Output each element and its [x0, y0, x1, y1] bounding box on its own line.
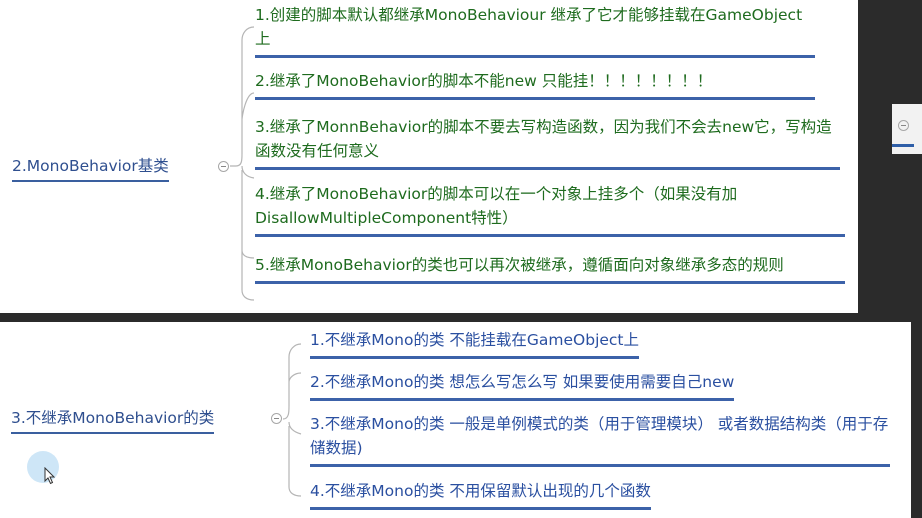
node-item-1[interactable]: 1.不继承Mono的类 不能挂载在GameObject上: [310, 328, 640, 359]
node-root-non-mono[interactable]: 3.不继承MonoBehavior的类: [11, 408, 215, 434]
node-item-2[interactable]: 2.继承了MonoBehavior的脚本不能new 只能挂！！！！！！！！: [255, 69, 815, 100]
node-root-monobehavior[interactable]: 2.MonoBehavior基类: [12, 156, 169, 182]
node-item-2[interactable]: 2.不继承Mono的类 想怎么写怎么写 如果要使用需要自己new: [310, 370, 735, 401]
connector-lines: [230, 26, 255, 301]
node-item-3[interactable]: 3.不继承Mono的类 一般是单例模式的类（用于管理模块） 或者数据结构类（用于…: [310, 412, 890, 467]
collapse-icon[interactable]: [218, 161, 229, 172]
node-item-4[interactable]: 4.继承了MonoBehavior的脚本可以在一个对象上挂多个（如果没有加Dis…: [255, 182, 845, 237]
node-item-1[interactable]: 1.创建的脚本默认都继承MonoBehaviour 继承了它才能够挂载在Game…: [255, 3, 815, 58]
node-item-5[interactable]: 5.继承MonoBehavior的类也可以再次被继承，遵循面向对象继承多态的规则: [255, 253, 845, 284]
mouse-cursor-icon: [44, 467, 56, 485]
node-underline: [892, 144, 914, 147]
mindmap-panel-non-mono: 3.不继承MonoBehavior的类 1.不继承Mono的类 不能挂载在Gam…: [0, 322, 911, 518]
partial-mindmap-node: [892, 104, 922, 154]
node-item-3[interactable]: 3.继承了MonnBehavior的脚本不要去写构造函数，因为我们不会去new它…: [255, 115, 840, 170]
click-highlight: [27, 451, 59, 483]
mindmap-panel-monobehavior: 2.MonoBehavior基类 1.创建的脚本默认都继承MonoBehavio…: [0, 0, 858, 313]
collapse-icon[interactable]: [271, 413, 282, 424]
collapse-icon[interactable]: [898, 120, 909, 131]
node-item-4[interactable]: 4.不继承Mono的类 不用保留默认出现的几个函数: [310, 479, 651, 510]
